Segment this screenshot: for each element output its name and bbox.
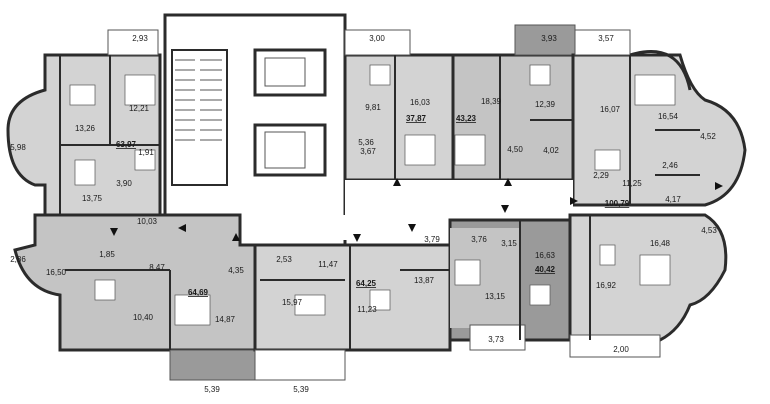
room-area: 13,87 [414,276,435,285]
room-area: 1,91 [138,148,154,157]
room-area: 13,15 [485,292,506,301]
room-area: 16,92 [596,281,617,290]
arrow-icon [504,178,512,186]
arrow-icon [408,224,416,232]
arrow-icon [232,233,240,241]
furniture [69,64,676,326]
arrow-icon [393,178,401,186]
room-area: 16,54 [658,112,679,121]
room-area: 2,53 [276,255,292,264]
room-area: 10,03 [137,217,158,226]
room-area: 4,53 [701,226,717,235]
apartment-total-area: 64,25 [356,279,377,288]
room-area: 16,03 [410,98,431,107]
room-area: 9,81 [365,103,381,112]
stair-treads [175,59,222,141]
apartment-top-left-area [6,53,162,217]
room-area: 16,48 [650,239,671,248]
room-area: 3,57 [598,34,614,43]
room-area: 5,98 [10,143,26,152]
room-area: 16,50 [46,268,67,277]
room-area: 16,07 [600,105,621,114]
room-area: 3,79 [424,235,440,244]
apartment-total-area: 100,79 [605,199,630,208]
arrow-icon [501,205,509,213]
balcony-top-left [107,29,159,56]
room-area: 3,67 [360,147,376,156]
arrow-icon [570,197,578,205]
room-area: 2,29 [593,171,609,180]
arrow-icon [110,228,118,236]
apartment-total-area: 40,42 [535,265,556,274]
room-area: 3,00 [369,34,385,43]
arrow-icon [178,224,186,232]
room-area: 1,85 [99,250,115,259]
room-area: 14,87 [215,315,236,324]
room-area: 5,39 [204,385,220,394]
room-area: 3,93 [541,34,557,43]
apartment-total-area: 63,97 [116,140,137,149]
room-area: 16,63 [535,251,556,260]
balcony-bottom-right [469,324,526,351]
room-area: 11,25 [622,179,642,188]
room-area: 4,17 [665,195,681,204]
balcony-bottom-far-right [569,334,661,358]
apartment-total-area: 64,69 [188,288,209,297]
balcony-top-right [574,29,631,56]
room-area: 18,39 [481,97,502,106]
apartment-top-mid-area [343,53,455,182]
room-area: 3,73 [488,335,504,344]
room-area: 2,93 [132,34,148,43]
room-area: 4,35 [228,266,244,275]
apartment-total-area: 43,23 [456,114,477,123]
apartment-bottom-mid-area [253,243,452,352]
balcony-top-center [514,24,576,56]
balcony-bottom-mid [254,349,346,381]
room-area: 2,00 [613,345,629,354]
rounded-corner-top-right [629,50,692,91]
room-area: 12,21 [129,104,150,113]
room-area: 3,76 [471,235,487,244]
corridor [160,180,573,240]
room-area: 11,23 [357,305,377,314]
room-area: 5,39 [293,385,309,394]
balcony-bottom-left [169,349,256,381]
entry-arrows [110,178,723,242]
room-area: 8,47 [149,263,165,272]
room-area: 4,52 [700,132,716,141]
room-area: 2,46 [662,161,678,170]
arrow-icon [715,182,723,190]
partitions [59,55,700,350]
room-area: 4,50 [507,145,523,154]
room-area: 10,40 [133,313,154,322]
room-area: 11,47 [318,260,338,269]
elevator-2 [253,123,327,177]
room-area: 15,97 [282,298,303,307]
arrow-icon [353,234,361,242]
room-area: 2,86 [10,255,26,264]
room-area: 13,75 [82,194,103,203]
room-area: 13,26 [75,124,96,133]
room-area: 3,90 [116,179,132,188]
balcony-top-mid [344,29,411,56]
apartment-total-area: 37,87 [406,114,427,123]
room-area: 12,39 [535,100,556,109]
room-area: 4,02 [543,146,559,155]
room-area: 3,15 [501,239,517,248]
stair-flight [171,49,228,186]
room-area: 5,36 [358,138,374,147]
